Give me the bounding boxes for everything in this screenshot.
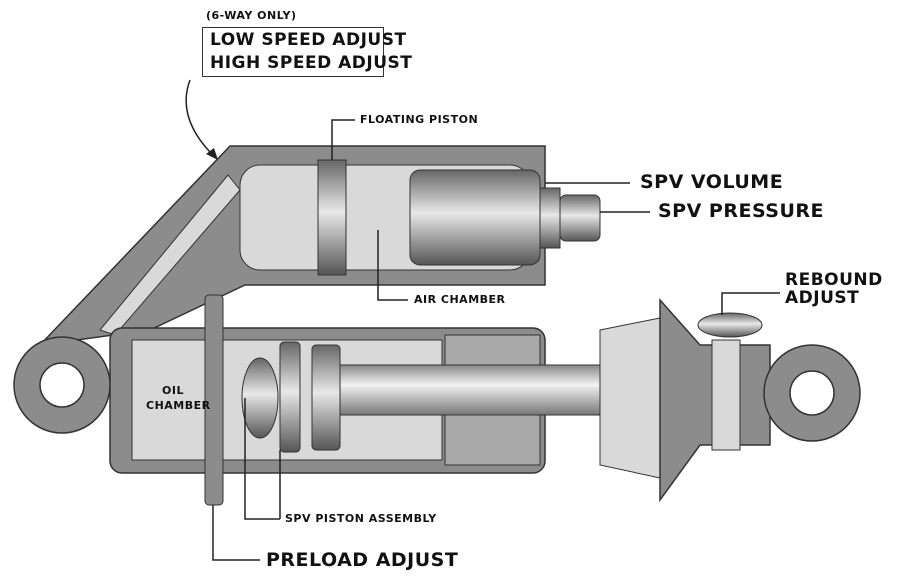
oil-chamber-label-1: OIL — [162, 384, 184, 397]
spv-knob — [539, 187, 561, 249]
high-speed-adjust-label: HIGH SPEED ADJUST — [210, 53, 413, 73]
spv-piston-2 — [311, 344, 341, 451]
rebound-adjust-label-2: ADJUST — [785, 288, 860, 308]
rebound-passage — [711, 339, 741, 451]
leader-lines — [212, 119, 780, 561]
floating-piston-label: FLOATING PISTON — [360, 113, 479, 126]
spv-pressure-label: SPV PRESSURE — [658, 200, 825, 222]
spv-piston-assembly-label: SPV PISTON ASSEMBLY — [285, 512, 437, 525]
rebound-adjust-label-1: REBOUND — [785, 270, 883, 290]
spv-volume-label: SPV VOLUME — [640, 171, 784, 193]
spv-pressure-knob — [559, 194, 601, 242]
right-eyelet — [659, 298, 861, 503]
spv-piston — [279, 341, 301, 453]
oil-chamber-label-2: CHAMBER — [146, 399, 211, 412]
shaft-nut — [241, 357, 279, 439]
spv-valve-body — [409, 169, 541, 266]
adjust-leader-arrow — [185, 79, 219, 161]
bottom-out-bumper — [599, 317, 661, 479]
rebound-knob — [697, 312, 763, 338]
adjust-callout-box — [202, 27, 384, 77]
air-chamber-label: AIR CHAMBER — [414, 293, 506, 306]
floating-piston — [317, 159, 347, 276]
six-way-only-label: (6-WAY ONLY) — [206, 9, 297, 22]
preload-adjust-label: PRELOAD ADJUST — [266, 549, 459, 571]
low-speed-adjust-label: LOW SPEED ADJUST — [210, 30, 407, 50]
preload-collar — [204, 294, 224, 506]
